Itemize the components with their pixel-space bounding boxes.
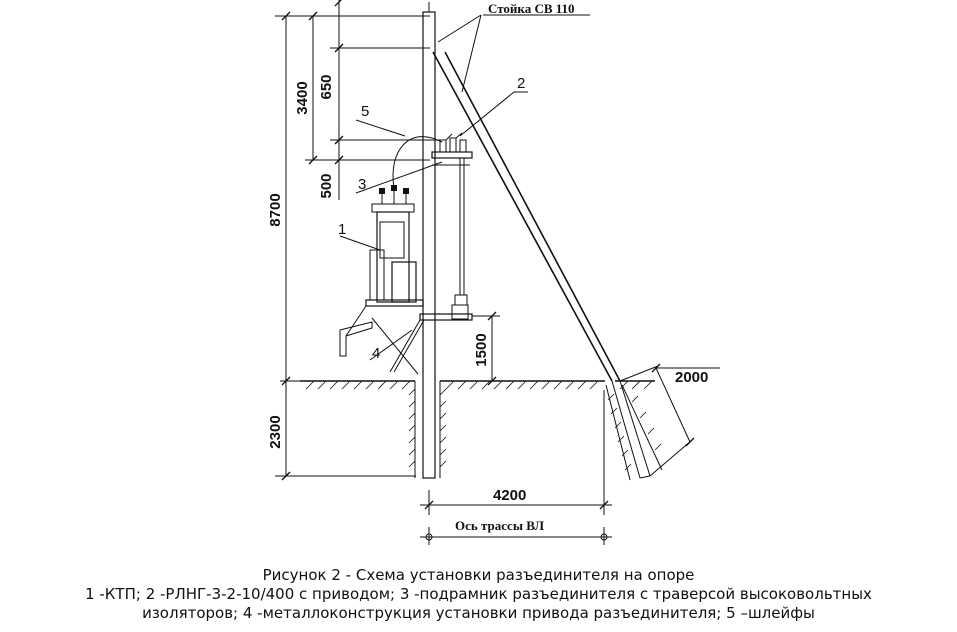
callout-4: 4 <box>372 345 380 362</box>
dim-2000: 2000 <box>675 369 708 386</box>
callout-2: 2 <box>517 75 525 92</box>
dim-3400: 3400 <box>294 81 311 114</box>
dim-4200: 4200 <box>493 487 526 504</box>
callout-5: 5 <box>361 103 369 120</box>
drive-rod <box>451 158 469 320</box>
leader-lines <box>339 14 590 361</box>
inclined-strut <box>432 51 663 481</box>
drive-bracket <box>371 313 473 375</box>
route-axis-label: Ось трассы ВЛ <box>455 518 544 533</box>
figure-legend-line-1: 1 -КТП; 2 -РЛНГ-3-2-10/400 с приводом; 3… <box>85 585 872 603</box>
post-pit <box>408 381 447 478</box>
callout-3: 3 <box>358 176 366 193</box>
installation-diagram: Стойка СВ 110 2 5 3 1 4 Ось трассы ВЛ 65… <box>267 0 720 545</box>
figure-legend-line-2: изоляторов; 4 -металлоконструкция устано… <box>142 604 815 622</box>
figure-title: Рисунок 2 - Схема установки разъединител… <box>262 566 695 584</box>
dim-2300: 2300 <box>267 415 284 448</box>
loop-wire <box>392 136 443 189</box>
dim-650: 650 <box>318 74 335 99</box>
dim-500: 500 <box>318 173 335 198</box>
main-post <box>422 2 436 479</box>
dim-1500: 1500 <box>473 333 490 366</box>
dimension-lines <box>275 0 720 545</box>
post-label: Стойка СВ 110 <box>488 1 575 16</box>
disconnector-subframe <box>431 132 473 166</box>
ground-surface <box>300 380 655 390</box>
callout-1: 1 <box>338 221 346 238</box>
dim-8700: 8700 <box>267 193 284 226</box>
